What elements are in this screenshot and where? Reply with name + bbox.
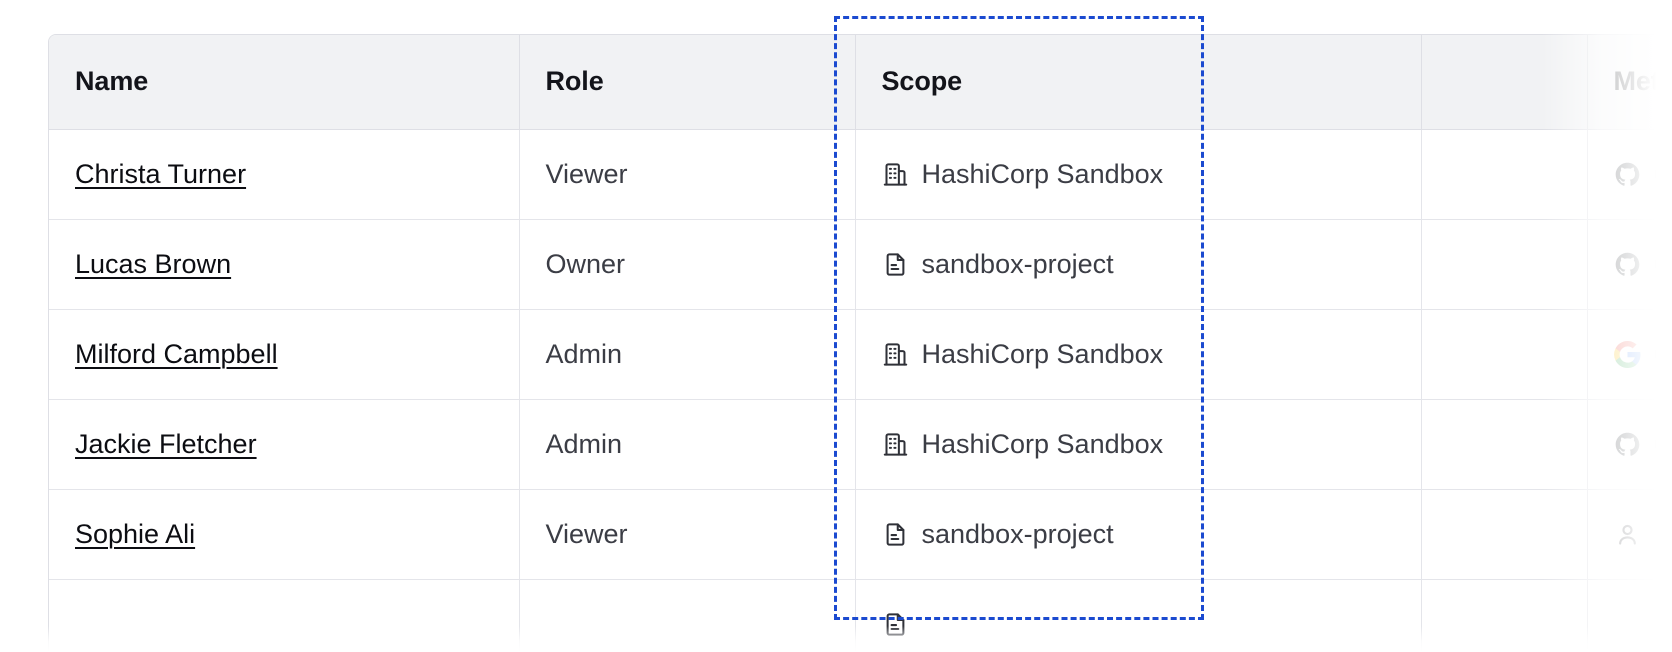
scope-label: sandbox-project bbox=[921, 248, 1114, 279]
scope-label: sandbox-project bbox=[921, 518, 1114, 549]
cell-name: Lucas Brown bbox=[49, 219, 520, 310]
cell-blank bbox=[1421, 399, 1588, 490]
cell-role: Admin bbox=[519, 399, 856, 490]
cell-scope bbox=[855, 579, 1422, 652]
members-table-container: Name Role Scope Method Christa Turner Vi… bbox=[48, 34, 1672, 652]
cell-method bbox=[1587, 579, 1672, 652]
members-table: Name Role Scope Method Christa Turner Vi… bbox=[49, 35, 1672, 652]
org-building-icon bbox=[882, 161, 909, 188]
column-header-method[interactable]: Method bbox=[1587, 35, 1672, 130]
table-row: Sophie Ali Viewer sa bbox=[49, 489, 1672, 580]
cell-blank bbox=[1421, 309, 1588, 400]
project-document-icon bbox=[882, 611, 909, 638]
user-person-icon bbox=[1614, 521, 1641, 548]
method-label: GitHub bbox=[1654, 429, 1672, 460]
github-icon bbox=[1614, 161, 1641, 188]
google-icon bbox=[1613, 340, 1641, 368]
cell-name: Sophie Ali bbox=[49, 489, 520, 580]
method-label: GitHub bbox=[1654, 249, 1672, 280]
table-row: Jackie Fletcher Admin bbox=[49, 399, 1672, 490]
github-icon bbox=[1614, 431, 1641, 458]
member-name-link[interactable]: Milford Campbell bbox=[75, 338, 278, 369]
method-label: Google bbox=[1654, 339, 1672, 370]
cell-method: GitHub bbox=[1587, 399, 1672, 490]
scope-label: HashiCorp Sandbox bbox=[921, 158, 1164, 189]
cell-name: Christa Turner bbox=[49, 129, 520, 220]
cell-role: Owner bbox=[519, 219, 856, 310]
cell-name: Jackie Fletcher bbox=[49, 399, 520, 490]
cell-method: GitHub bbox=[1587, 219, 1672, 310]
cell-scope: HashiCorp Sandbox bbox=[855, 309, 1422, 400]
member-name-link[interactable]: Jackie Fletcher bbox=[75, 428, 257, 459]
cell-scope: sandbox-project bbox=[855, 489, 1422, 580]
cell-scope: HashiCorp Sandbox bbox=[855, 129, 1422, 220]
cell-role: Viewer bbox=[519, 129, 856, 220]
member-name-link[interactable]: Christa Turner bbox=[75, 158, 247, 189]
cell-method: Email bbox=[1587, 489, 1672, 580]
method-label: Email bbox=[1653, 518, 1672, 549]
table-row bbox=[49, 579, 1672, 652]
member-name-link[interactable]: Lucas Brown bbox=[75, 248, 232, 279]
project-document-icon bbox=[882, 251, 909, 278]
cell-scope: HashiCorp Sandbox bbox=[855, 399, 1422, 490]
header-row: Name Role Scope Method bbox=[49, 35, 1672, 130]
column-header-name[interactable]: Name bbox=[49, 35, 520, 130]
github-icon bbox=[1614, 251, 1641, 278]
table-header: Name Role Scope Method bbox=[49, 35, 1672, 130]
cell-role bbox=[519, 579, 856, 652]
cell-method: Google bbox=[1587, 309, 1672, 400]
project-document-icon bbox=[882, 521, 909, 548]
org-building-icon bbox=[882, 341, 909, 368]
cell-blank bbox=[1421, 129, 1588, 220]
cell-role: Viewer bbox=[519, 489, 856, 580]
cell-role: Admin bbox=[519, 309, 856, 400]
cell-blank bbox=[1421, 579, 1588, 652]
column-header-blank bbox=[1421, 35, 1588, 130]
cell-method: GitHub bbox=[1587, 129, 1672, 220]
scope-label: HashiCorp Sandbox bbox=[921, 338, 1164, 369]
method-label: GitHub bbox=[1654, 159, 1672, 190]
column-header-role[interactable]: Role bbox=[519, 35, 856, 130]
cell-blank bbox=[1421, 489, 1588, 580]
cell-blank bbox=[1421, 219, 1588, 310]
column-header-scope[interactable]: Scope bbox=[855, 35, 1422, 130]
scope-label: HashiCorp Sandbox bbox=[921, 428, 1164, 459]
member-name-link[interactable]: Sophie Ali bbox=[75, 518, 196, 549]
table-row: Christa Turner Viewer bbox=[49, 129, 1672, 220]
table-row: Milford Campbell Admin bbox=[49, 309, 1672, 400]
table-body: Christa Turner Viewer bbox=[49, 129, 1672, 652]
cell-name: Milford Campbell bbox=[49, 309, 520, 400]
cell-scope: sandbox-project bbox=[855, 219, 1422, 310]
org-building-icon bbox=[882, 431, 909, 458]
cell-name bbox=[49, 579, 520, 652]
table-row: Lucas Brown Owner sa bbox=[49, 219, 1672, 310]
